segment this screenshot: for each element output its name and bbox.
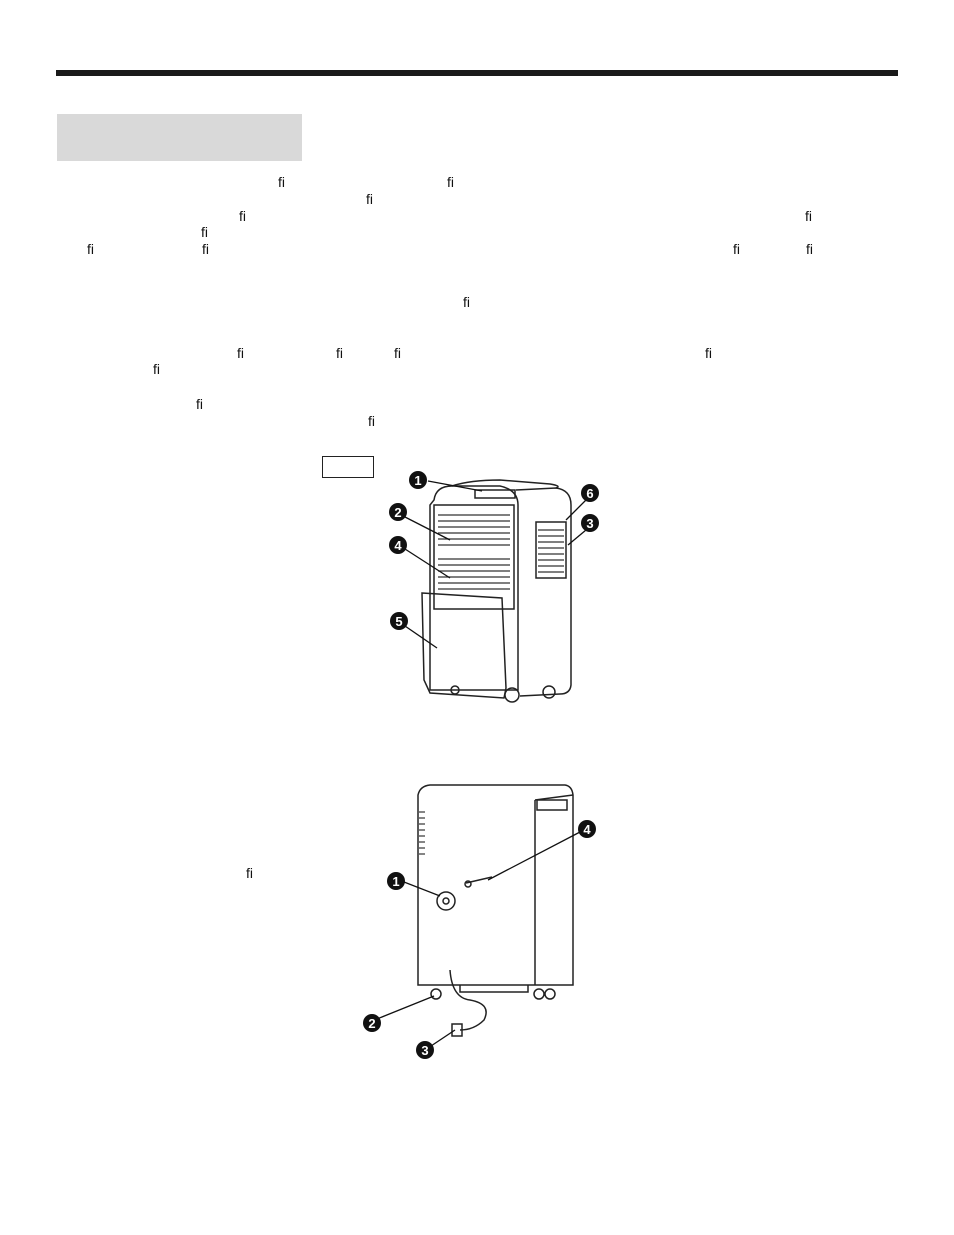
text-fragment: fi	[278, 174, 285, 190]
section-heading-box	[57, 114, 302, 161]
callout-number: 4	[583, 822, 591, 837]
text-fragment: fi	[153, 361, 160, 377]
text-fragment: fi	[705, 345, 712, 361]
text-fragment: fi	[246, 865, 253, 881]
front-callout-2: 2	[389, 503, 407, 521]
text-fragment: fi	[87, 241, 94, 257]
rear-grille-edge	[419, 811, 425, 855]
text-fragment: fi	[447, 174, 454, 190]
rear-callout-3: 3	[416, 1041, 434, 1059]
front-callout-1: 1	[409, 471, 427, 489]
rear-leader-lines	[376, 831, 581, 1047]
front-callout-4: 4	[389, 536, 407, 554]
rear-callout-2: 2	[363, 1014, 381, 1032]
side-vent-slats	[538, 529, 564, 573]
rear-callout-1: 1	[387, 872, 405, 890]
callout-number: 5	[395, 614, 402, 629]
front-view-drawing	[421, 479, 572, 703]
front-grille-slats	[438, 514, 510, 590]
callout-number: 3	[586, 516, 593, 531]
front-callout-5: 5	[390, 612, 408, 630]
text-fragment: fi	[733, 241, 740, 257]
callout-number: 4	[394, 538, 402, 553]
callout-number: 3	[421, 1043, 428, 1058]
callout-number: 1	[392, 874, 399, 889]
callout-number: 6	[586, 486, 593, 501]
text-fragment: fi	[196, 396, 203, 412]
text-fragment: fi	[237, 345, 244, 361]
text-fragment: fi	[394, 345, 401, 361]
figure-label-box	[322, 456, 374, 478]
text-fragment: fi	[239, 208, 246, 224]
callout-number: 1	[414, 473, 421, 488]
front-leader-lines	[404, 480, 587, 649]
text-fragment: fi	[201, 224, 208, 240]
rear-callout-4: 4	[578, 820, 596, 838]
text-fragment: fi	[805, 208, 812, 224]
front-callout-3: 3	[581, 514, 599, 532]
callout-number: 2	[368, 1016, 375, 1031]
text-fragment: fi	[366, 191, 373, 207]
text-fragment: fi	[463, 294, 470, 310]
callout-number: 2	[394, 505, 401, 520]
front-callout-6: 6	[581, 484, 599, 502]
text-fragment: fi	[336, 345, 343, 361]
text-fragment: fi	[368, 413, 375, 429]
text-fragment: fi	[202, 241, 209, 257]
header-rule	[56, 70, 898, 76]
text-fragment: fi	[806, 241, 813, 257]
rear-view-drawing	[417, 784, 574, 1037]
